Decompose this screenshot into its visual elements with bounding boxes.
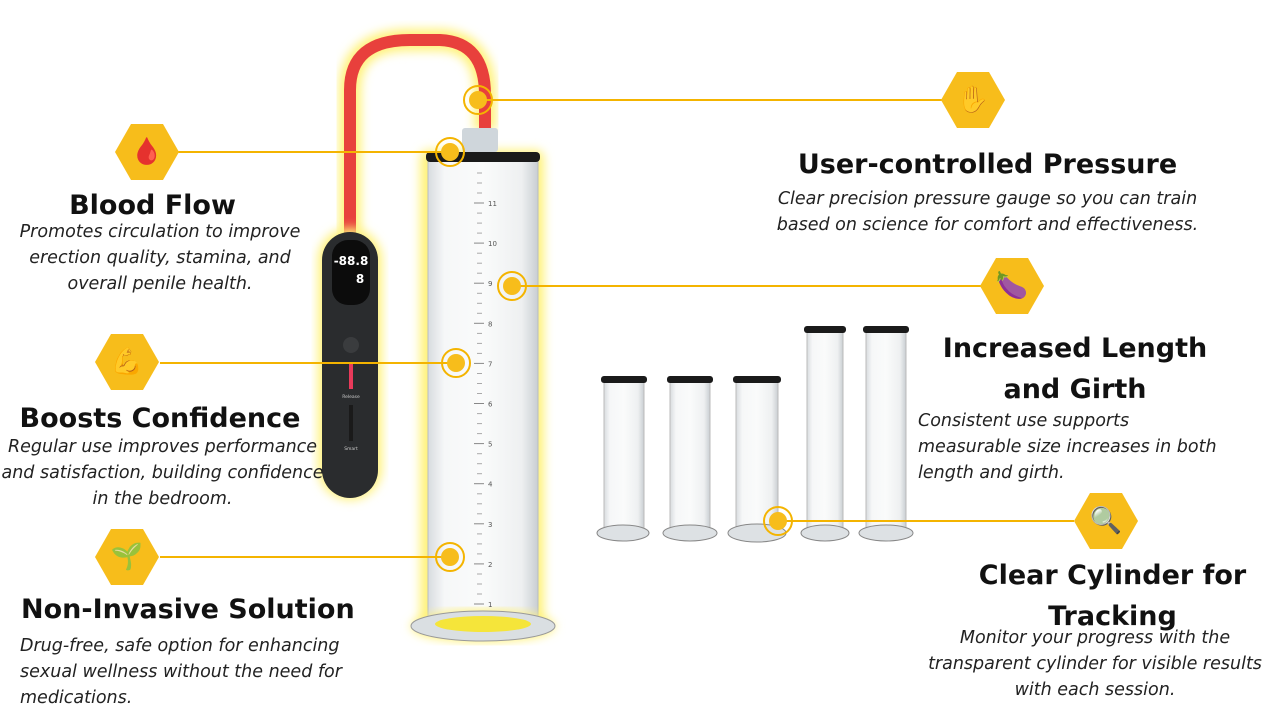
feature-desc-clear-cylinder: Monitor your progress with the transpare… (928, 628, 1262, 700)
scale-label: 7 (488, 360, 492, 368)
flexed-biceps-icon: 💪 (95, 334, 159, 390)
smart-label: Smart (344, 446, 358, 452)
connector-line (512, 285, 982, 287)
feature-desc-pressure: Clear precision pressure gauge so you ca… (776, 189, 1199, 235)
raised-hand-icon: ✋ (941, 72, 1005, 128)
hotspot-confidence (441, 348, 471, 378)
connector-line (175, 151, 450, 153)
feature-title-length-girth: Increased Length and Girth (942, 333, 1208, 405)
connector-line (160, 556, 450, 558)
hose (344, 34, 491, 235)
feature-title-blood-flow: Blood Flow (69, 190, 236, 221)
scale-label: 9 (488, 280, 492, 288)
scale-label: 2 (488, 561, 492, 569)
connector-line (478, 99, 943, 101)
connector-line (778, 520, 1074, 522)
scale-label: 1 (488, 601, 492, 609)
scale-label: 8 (488, 320, 492, 328)
scale-label: 3 (488, 521, 492, 529)
hotspot-clear-cylinder (763, 506, 793, 536)
release-label: Release (342, 394, 360, 400)
feature-title-clear-cylinder: Clear Cylinder for Tracking (978, 560, 1247, 632)
gauge-reading: -88.8 (334, 254, 369, 268)
feature-title-confidence: Boosts Confidence (19, 403, 301, 434)
feature-desc-blood-flow: Promotes circulation to improve erection… (19, 222, 301, 294)
scale-label: 5 (488, 441, 492, 449)
hotspot-blood-flow (435, 137, 465, 167)
scale-label: 11 (488, 200, 497, 208)
hotspot-length-girth (497, 271, 527, 301)
gauge-level: 8 (356, 272, 364, 286)
feature-desc-length-girth: Consistent use supports measurable size … (918, 411, 1217, 483)
feature-desc-non-invasive: Drug-free, safe option for enhancing sex… (20, 636, 342, 708)
hotspot-pressure (463, 85, 493, 115)
feature-title-non-invasive: Non-Invasive Solution (21, 594, 355, 625)
scale-label: 6 (488, 401, 493, 409)
scale-label: 4 (488, 481, 493, 489)
feature-desc-confidence: Regular use improves performance and sat… (1, 437, 324, 509)
connector-line (160, 362, 456, 364)
cylinder-size-set (596, 326, 914, 543)
feature-title-pressure: User-controlled Pressure (797, 149, 1178, 180)
scale-label: 10 (488, 240, 497, 248)
hotspot-non-invasive (435, 542, 465, 572)
